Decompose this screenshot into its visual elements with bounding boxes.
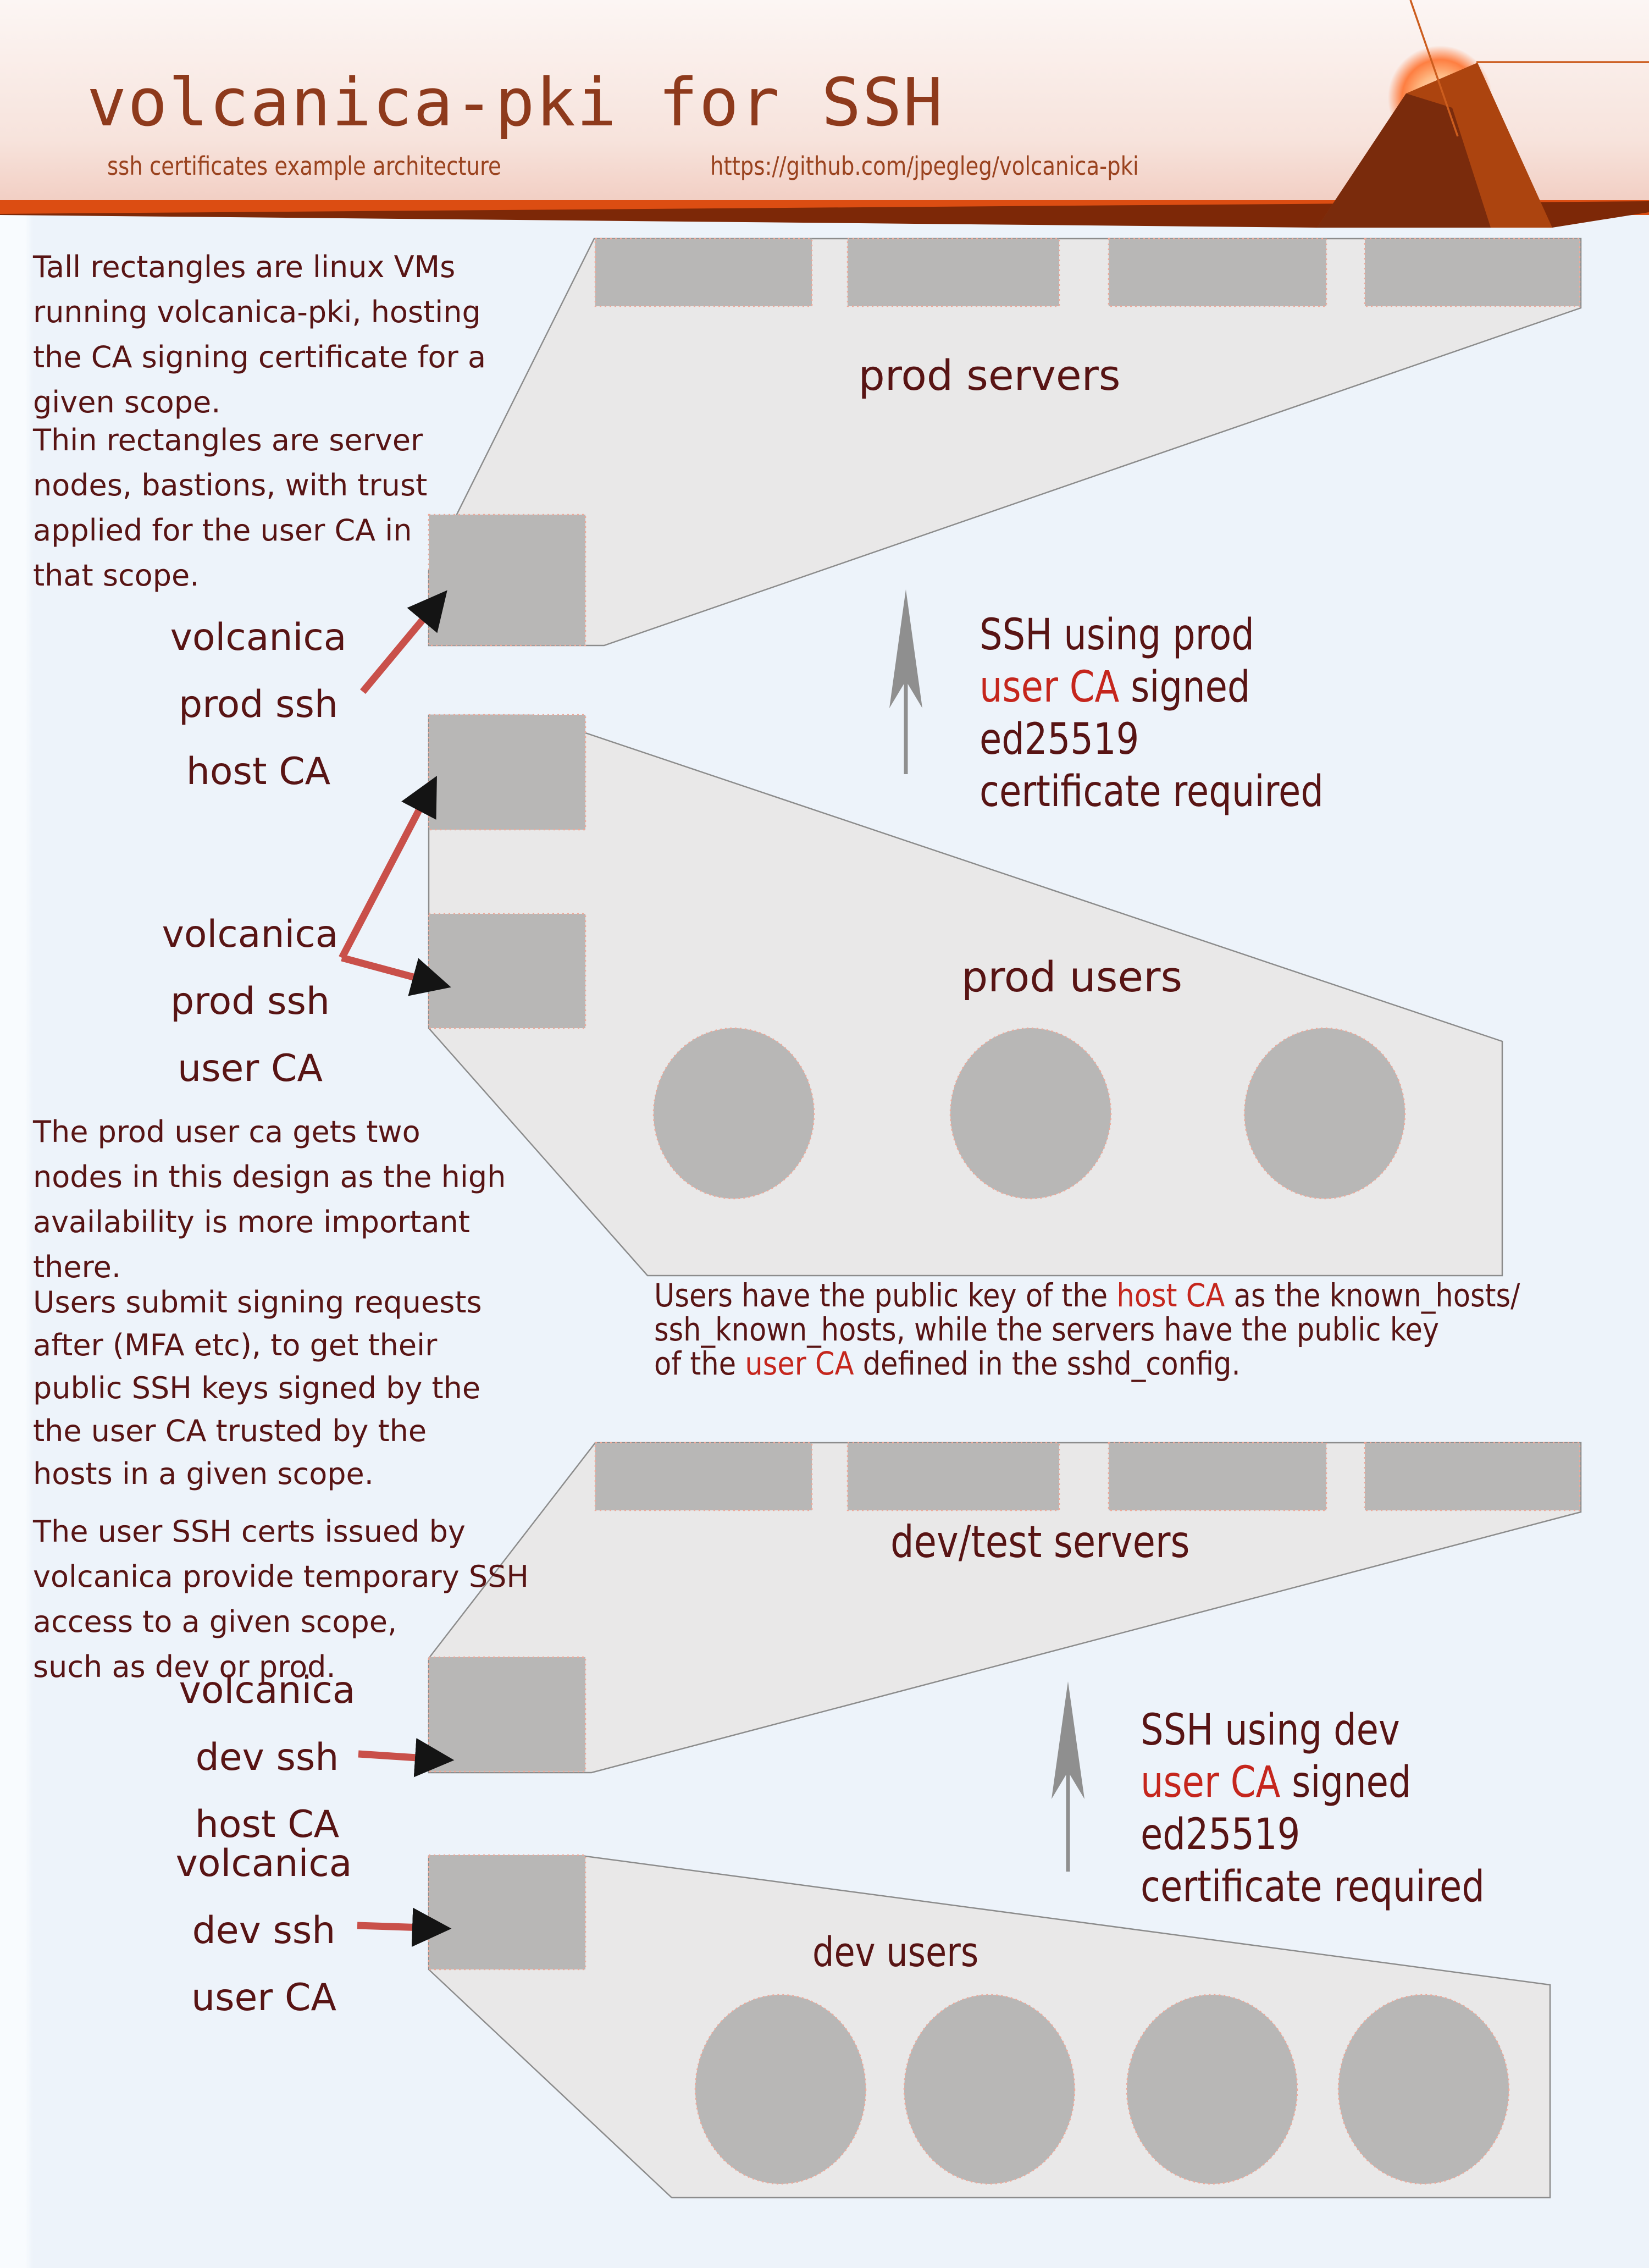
dev-user-circle	[1126, 1994, 1298, 2185]
dev-user-circle	[694, 1994, 867, 2185]
prod-user-ca-vm-2	[428, 913, 586, 1029]
dev-user-circle	[903, 1994, 1076, 2185]
ssh-dev-note: SSH using dev user CA signed ed25519 cer…	[1141, 1704, 1485, 1913]
ssh-prod-line1: SSH using prod	[980, 610, 1254, 660]
ssh-dev-line2-rest: signed	[1280, 1758, 1412, 1807]
label-dev-user-ca: volcanica dev ssh user CA	[175, 1842, 352, 2019]
known-hosts-line3: of the user CA defined in the sshd_confi…	[654, 1347, 1520, 1381]
dev-server-node	[846, 1442, 1060, 1511]
arrow-dev-host-ca-icon	[358, 1738, 455, 1778]
ssh-dev-line4: certificate required	[1141, 1862, 1485, 1912]
known-hosts-line2: ssh_known_hosts, while the servers have …	[654, 1311, 1440, 1348]
label-prod-users: prod users	[961, 952, 1183, 1001]
label-prod-host-ca: volcanica prod ssh host CA	[170, 616, 347, 793]
dev-server-node	[1108, 1442, 1327, 1511]
dev-server-node	[594, 1442, 813, 1511]
known-hosts-line3-pre: of the	[654, 1345, 745, 1382]
arrow-dev-user-ca-icon	[357, 1907, 452, 1947]
prod-server-node	[1108, 238, 1327, 307]
ssh-prod-line4: certificate required	[980, 767, 1324, 816]
ssh-prod-note: SSH using prod user CA signed ed25519 ce…	[980, 609, 1324, 818]
ssh-prod-line3: ed25519	[980, 715, 1139, 764]
label-prod-servers: prod servers	[858, 351, 1121, 400]
ssh-dev-line3: ed25519	[1141, 1810, 1301, 1859]
dev-user-ca-vm	[428, 1854, 586, 1971]
prod-server-node	[846, 238, 1060, 307]
known-hosts-note: Users have the public key of the host CA…	[654, 1278, 1520, 1381]
page-title: volcanica-pki for SSH	[87, 65, 944, 141]
label-dev-host-ca: volcanica dev ssh host CA	[179, 1669, 356, 1846]
dev-user-circle	[1337, 1994, 1510, 2185]
note-user-certs: The user SSH certs issued by volcanica p…	[33, 1514, 529, 1684]
ssh-dev-line1: SSH using dev	[1141, 1706, 1400, 1755]
note-signing-requests: Users submit signing requests after (MFA…	[33, 1285, 482, 1491]
ssh-prod-line2-rest: signed	[1119, 663, 1250, 712]
repo-url: https://github.com/jpegleg/volcanica-pki	[710, 151, 1139, 181]
page-subtitle: ssh certificates example architecture	[107, 151, 501, 181]
known-hosts-line1: Users have the public key of the host CA…	[654, 1278, 1520, 1312]
dev-server-node	[1364, 1442, 1581, 1511]
prod-host-ca-vm	[428, 514, 586, 647]
user-ca-accent: user CA	[745, 1345, 854, 1382]
label-dev-servers: dev/test servers	[890, 1516, 1190, 1568]
prod-server-node	[1364, 238, 1581, 307]
volcano-icon	[1317, 0, 1649, 228]
arrow-ssh-dev-icon	[1052, 1681, 1084, 1872]
arrow-ssh-prod-icon	[889, 589, 922, 774]
lava-line-diagonal-icon	[1409, 0, 1459, 137]
arrow-prod-host-ca-icon	[360, 590, 447, 694]
ssh-prod-line2: user CA signed	[980, 661, 1324, 714]
prod-server-node	[594, 238, 813, 307]
prod-user-ca-vm-1	[428, 714, 586, 831]
ssh-dev-accent: user CA	[1141, 1758, 1281, 1807]
ssh-dev-line2: user CA signed	[1141, 1757, 1485, 1809]
ssh-prod-accent: user CA	[980, 663, 1120, 712]
note-tall-rectangles: Tall rectangles are linux VMs running vo…	[33, 250, 486, 420]
prod-user-circle	[949, 1027, 1112, 1200]
label-prod-user-ca: volcanica prod ssh user CA	[162, 913, 339, 1090]
arrow-prod-user-ca-lower-icon	[341, 954, 451, 996]
prod-user-circle	[1243, 1027, 1406, 1200]
known-hosts-line3-post: defined in the sshd_config.	[854, 1345, 1241, 1382]
known-hosts-line1-pre: Users have the public key of the	[654, 1277, 1117, 1314]
note-thin-rectangles: Thin rectangles are server nodes, bastio…	[33, 423, 428, 593]
note-prod-ha: The prod user ca gets two nodes in this …	[33, 1114, 506, 1284]
host-ca-accent: host CA	[1116, 1277, 1225, 1314]
label-dev-users: dev users	[812, 1929, 979, 1976]
dev-host-ca-vm	[428, 1656, 586, 1773]
header-accent-wedge	[0, 201, 1649, 228]
known-hosts-line1-post: as the known_hosts/	[1225, 1277, 1520, 1314]
prod-user-circle	[652, 1027, 815, 1200]
arrow-prod-user-ca-upper-icon	[339, 775, 437, 960]
volcano-left-face	[1317, 93, 1491, 228]
